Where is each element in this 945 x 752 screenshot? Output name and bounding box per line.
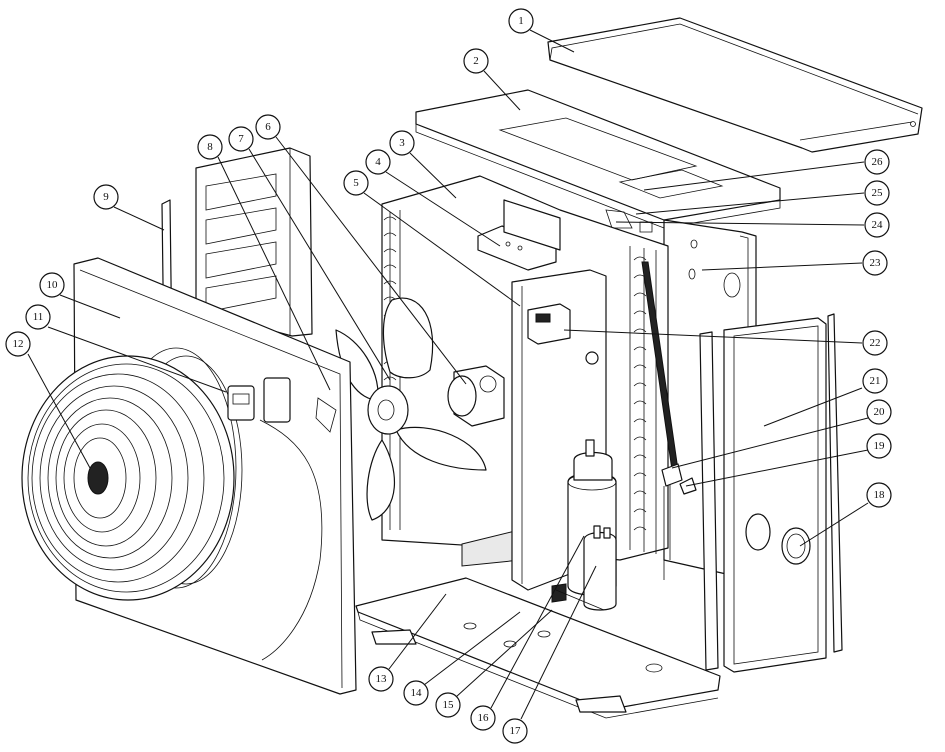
callout-25: 25 (864, 180, 890, 206)
callout-13: 13 (368, 666, 394, 692)
callout-22: 22 (862, 330, 888, 356)
callout-4: 4 (365, 149, 391, 175)
fan-guard (21, 355, 235, 601)
callout-label: 10 (47, 279, 59, 291)
callout-6: 6 (255, 114, 281, 140)
callout-label: 11 (33, 311, 44, 323)
callout-21: 21 (862, 368, 888, 394)
right-side-panel (699, 313, 843, 673)
callout-label: 8 (207, 141, 213, 153)
top-cover (547, 17, 923, 153)
callout-label: 18 (874, 489, 886, 501)
callout-label: 22 (870, 337, 881, 349)
callout-11: 11 (25, 304, 51, 330)
callout-label: 24 (872, 219, 884, 231)
callout-label: 12 (13, 338, 24, 350)
callout-15: 15 (435, 692, 461, 718)
callout-label: 15 (443, 699, 455, 711)
callout-17: 17 (502, 718, 528, 744)
base-plate (355, 577, 721, 719)
callout-26: 26 (864, 149, 890, 175)
callout-16: 16 (470, 705, 496, 731)
callout-18: 18 (866, 482, 892, 508)
callout-5: 5 (343, 170, 369, 196)
callout-2: 2 (463, 48, 489, 74)
callout-label: 3 (399, 137, 405, 149)
callout-8: 8 (197, 134, 223, 160)
callout-label: 17 (510, 725, 522, 737)
callout-label: 14 (411, 687, 423, 699)
callout-23: 23 (862, 250, 888, 276)
callout-14: 14 (403, 680, 429, 706)
callout-label: 21 (870, 375, 881, 387)
callout-label: 7 (238, 133, 244, 145)
compressor-assembly (551, 439, 617, 611)
callout-1: 1 (508, 8, 534, 34)
callout-10: 10 (39, 272, 65, 298)
callout-19: 19 (866, 433, 892, 459)
callout-label: 19 (874, 440, 886, 452)
callout-label: 9 (103, 191, 109, 203)
callout-20: 20 (866, 399, 892, 425)
callout-label: 5 (353, 177, 359, 189)
callout-label: 6 (265, 121, 271, 133)
callout-24: 24 (864, 212, 890, 238)
callouts: 1 2 3 4 5 6 7 8 9 10 11 12 13 14 15 16 1… (5, 8, 892, 744)
callout-label: 4 (375, 156, 381, 168)
callout-label: 23 (870, 257, 882, 269)
callout-label: 1 (518, 15, 524, 27)
callout-label: 13 (376, 673, 388, 685)
callout-label: 26 (872, 156, 884, 168)
callout-7: 7 (228, 126, 254, 152)
callout-label: 20 (874, 406, 886, 418)
callout-label: 16 (478, 712, 490, 724)
callout-9: 9 (93, 184, 119, 210)
leader-lines (27, 29, 869, 720)
callout-label: 25 (872, 187, 884, 199)
callout-label: 2 (473, 55, 479, 67)
side-grille-panel (195, 147, 313, 337)
callout-3: 3 (389, 130, 415, 156)
electrical-box (477, 199, 561, 271)
callout-12: 12 (5, 331, 31, 357)
